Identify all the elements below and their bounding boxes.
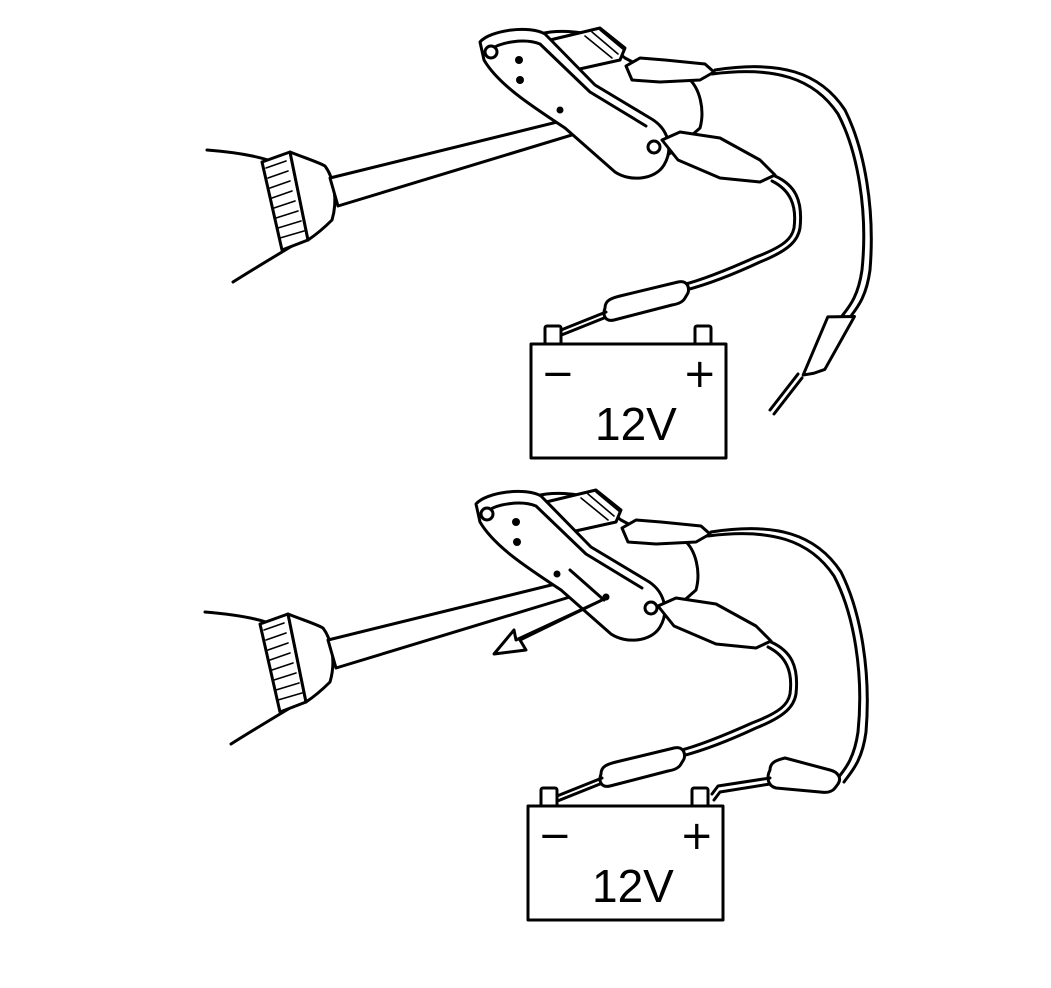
probe-tool (205, 108, 610, 284)
battery-bottom: − + 12V (526, 786, 725, 922)
battery-voltage-label: 12V (592, 860, 674, 912)
release-arrow-icon (492, 568, 606, 656)
panel-top: − + 12V (205, 26, 873, 460)
panel-bottom: − + 12V (203, 488, 869, 922)
battery-negative-label: − (538, 813, 572, 859)
battery-positive-label: + (683, 351, 717, 397)
battery-positive-label: + (680, 813, 714, 859)
test-leads (548, 518, 869, 806)
solenoid-assembly (474, 488, 700, 642)
solenoid-assembly (478, 26, 704, 180)
battery-voltage-label: 12V (595, 398, 677, 450)
battery-top: − + 12V (529, 324, 728, 460)
battery-negative-label: − (541, 351, 575, 397)
probe-tool (203, 570, 608, 746)
